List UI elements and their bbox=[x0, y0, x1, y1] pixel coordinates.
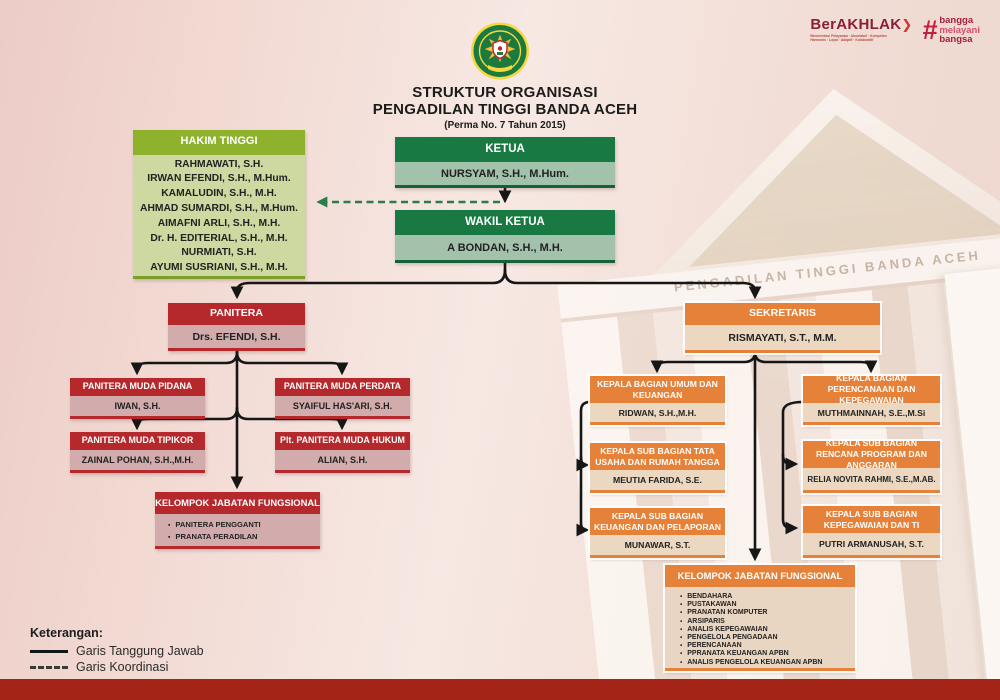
box-sekretaris-title: SEKRETARIS bbox=[685, 303, 880, 325]
fungsional-item: ANALIS PENGELOLA KEUANGAN APBN bbox=[680, 659, 851, 667]
box-title: PANITERA MUDA PIDANA bbox=[70, 378, 205, 396]
bangga-melayani-bangsa-logo: # bangga melayani bangsa bbox=[922, 16, 980, 45]
box-sekretaris-name: RISMAYATI, S.T., M.M. bbox=[685, 325, 880, 350]
box-name: RIDWAN, S.H.,M.H. bbox=[590, 403, 725, 422]
box-name: RELIA NOVITA RAHMI, S.E.,M.AB. bbox=[803, 468, 940, 490]
legend-dashed-line-sample bbox=[30, 665, 68, 669]
box-subbagian-tata-usaha: KEPALA SUB BAGIAN TATA USAHA DAN RUMAH T… bbox=[590, 443, 725, 493]
box-fungsional-panitera: KELOMPOK JABATAN FUNGSIONAL PANITERA PEN… bbox=[155, 492, 320, 549]
hakim-member: RAHMAWATI, S.H. bbox=[174, 158, 264, 170]
legend: Keterangan: Garis Tanggung Jawab Garis K… bbox=[30, 626, 204, 675]
branding-logos: BerAKHLAK❯ Berorientasi Pelayanan · Akun… bbox=[810, 16, 980, 45]
hakim-member: NURMIATI, S.H. bbox=[181, 247, 257, 259]
hakim-member: Dr. H. EDITERIAL, S.H., M.H. bbox=[150, 232, 288, 244]
hashtag-icon: # bbox=[922, 15, 938, 46]
box-name: SYAIFUL HAS'ARI, S.H. bbox=[275, 396, 410, 416]
fungsional-item: ANALIS KEPEGAWAIAN bbox=[680, 626, 851, 634]
legend-solid-label: Garis Tanggung Jawab bbox=[76, 644, 204, 658]
berakhlak-swoosh-icon: ❯ bbox=[901, 17, 913, 32]
box-ketua-name: NURSYAM, S.H., M.Hum. bbox=[395, 162, 615, 185]
fungsional-sekretaris-list: BENDAHARA PUSTAKAWAN PRANATAN KOMPUTER A… bbox=[665, 587, 855, 668]
fungsional-item: PANITERA PENGGANTI bbox=[168, 520, 316, 532]
box-subbagian-rencana-program: KEPALA SUB BAGIAN RENCANA PROGRAM DAN AN… bbox=[803, 438, 940, 493]
box-fungsional-sekretaris: KELOMPOK JABATAN FUNGSIONAL BENDAHARA PU… bbox=[665, 565, 855, 671]
berakhlak-logo: BerAKHLAK❯ Berorientasi Pelayanan · Akun… bbox=[810, 16, 912, 42]
box-wakil-ketua: WAKIL KETUA A BONDAN, S.H., M.H. bbox=[395, 210, 615, 263]
box-panitera-muda-hukum: Plt. PANITERA MUDA HUKUM ALIAN, S.H. bbox=[275, 432, 410, 473]
bottom-accent-bar bbox=[0, 679, 1000, 700]
box-title: KEPALA BAGIAN PERENCANAAN DAN KEPEGAWAIA… bbox=[803, 373, 940, 405]
legend-dashed-label: Garis Koordinasi bbox=[76, 660, 169, 674]
box-hakim-tinggi: HAKIM TINGGI RAHMAWATI, S.H. IRWAN EFEND… bbox=[133, 130, 305, 279]
fungsional-item: BENDAHARA bbox=[680, 593, 851, 601]
legend-heading: Keterangan: bbox=[30, 626, 103, 640]
box-bagian-umum-keuangan: KEPALA BAGIAN UMUM DAN KEUANGAN RIDWAN, … bbox=[590, 376, 725, 425]
box-panitera: PANITERA Drs. EFENDI, S.H. bbox=[168, 303, 305, 351]
hakim-tinggi-member-list: RAHMAWATI, S.H. IRWAN EFENDI, S.H., M.Hu… bbox=[133, 154, 305, 276]
fungsional-item: PRANATA PERADILAN bbox=[168, 532, 316, 544]
title-line-1: STRUKTUR ORGANISASI bbox=[412, 84, 598, 101]
box-name: MEUTIA FARIDA, S.E. bbox=[590, 470, 725, 490]
box-wakil-ketua-title: WAKIL KETUA bbox=[395, 210, 615, 235]
box-name: IWAN, S.H. bbox=[70, 396, 205, 416]
hakim-member: AHMAD SUMARDI, S.H., M.Hum. bbox=[140, 203, 298, 215]
box-title: KEPALA BAGIAN UMUM DAN KEUANGAN bbox=[590, 376, 725, 403]
hakim-member: IRWAN EFENDI, S.H., M.Hum. bbox=[147, 173, 291, 185]
box-name: MUTHMAINNAH, S.E.,M.Si bbox=[803, 403, 940, 422]
berakhlak-label: BerAKHLAK bbox=[810, 16, 902, 33]
box-panitera-name: Drs. EFENDI, S.H. bbox=[168, 325, 305, 348]
box-wakil-ketua-name: A BONDAN, S.H., M.H. bbox=[395, 235, 615, 260]
berakhlak-tagline-1: Berorientasi Pelayanan · Akuntabel · Kom… bbox=[810, 34, 887, 38]
box-title: PANITERA MUDA TIPIKOR bbox=[70, 432, 205, 450]
box-ketua-title: KETUA bbox=[395, 137, 615, 162]
box-name: PUTRI ARMANUSAH, S.T. bbox=[803, 533, 940, 555]
box-title: KEPALA SUB BAGIAN KEPEGAWAIAN DAN TI bbox=[803, 506, 940, 533]
box-title: PANITERA MUDA PERDATA bbox=[275, 378, 410, 396]
page-title: STRUKTUR ORGANISASI PENGADILAN TINGGI BA… bbox=[305, 84, 705, 131]
box-subbagian-keuangan-pelaporan: KEPALA SUB BAGIAN KEUANGAN DAN PELAPORAN… bbox=[590, 508, 725, 558]
fungsional-item: PRANATAN KOMPUTER bbox=[680, 609, 851, 617]
box-panitera-muda-perdata: PANITERA MUDA PERDATA SYAIFUL HAS'ARI, S… bbox=[275, 378, 410, 419]
box-title: Plt. PANITERA MUDA HUKUM bbox=[275, 432, 410, 450]
fungsional-item: PUSTAKAWAN bbox=[680, 601, 851, 609]
box-name: ALIAN, S.H. bbox=[275, 450, 410, 470]
box-subbagian-kepegawaian-ti: KEPALA SUB BAGIAN KEPEGAWAIAN DAN TI PUT… bbox=[803, 506, 940, 558]
box-title: KEPALA SUB BAGIAN TATA USAHA DAN RUMAH T… bbox=[590, 443, 725, 470]
fungsional-item: ARSIPARIS bbox=[680, 618, 851, 626]
box-sekretaris: SEKRETARIS RISMAYATI, S.T., M.M. bbox=[685, 303, 880, 353]
fungsional-item: PENGELOLA PENGADAAN bbox=[680, 634, 851, 642]
fungsional-panitera-list: PANITERA PENGGANTI PRANATA PERADILAN bbox=[155, 514, 320, 546]
box-name: ZAINAL POHAN, S.H.,M.H. bbox=[70, 450, 205, 470]
legend-solid-line-sample bbox=[30, 649, 68, 653]
bangga-word-3: bangsa bbox=[939, 34, 973, 45]
title-line-2: PENGADILAN TINGGI BANDA ACEH bbox=[372, 101, 638, 118]
box-name: MUNAWAR, S.T. bbox=[590, 535, 725, 555]
hakim-member: KAMALUDIN, S.H., M.H. bbox=[161, 188, 277, 200]
box-title: KELOMPOK JABATAN FUNGSIONAL bbox=[665, 565, 855, 587]
fungsional-item: PPRANATA KEUANGAN APBN bbox=[680, 650, 851, 658]
hakim-member: AIMAFNI ARLI, S.H., M.H. bbox=[157, 217, 281, 229]
court-seal-logo bbox=[469, 21, 531, 86]
hakim-member: AYUMI SUSRIANI, S.H., M.H. bbox=[150, 262, 288, 274]
bangga-word-1: bangga bbox=[939, 15, 974, 26]
box-title: KEPALA SUB BAGIAN KEUANGAN DAN PELAPORAN bbox=[590, 508, 725, 535]
box-title: KELOMPOK JABATAN FUNGSIONAL bbox=[155, 492, 320, 514]
box-panitera-muda-pidana: PANITERA MUDA PIDANA IWAN, S.H. bbox=[70, 378, 205, 419]
fungsional-item: PERENCANAAN bbox=[680, 642, 851, 650]
title-subtitle: (Perma No. 7 Tahun 2015) bbox=[444, 120, 566, 131]
box-title: KEPALA SUB BAGIAN RENCANA PROGRAM DAN AN… bbox=[803, 438, 940, 470]
box-panitera-title: PANITERA bbox=[168, 303, 305, 325]
box-panitera-muda-tipikor: PANITERA MUDA TIPIKOR ZAINAL POHAN, S.H.… bbox=[70, 432, 205, 473]
box-hakim-tinggi-title: HAKIM TINGGI bbox=[133, 130, 305, 155]
berakhlak-tagline-2: Harmonis · Loyal · Adaptif · Kolaboratif bbox=[810, 38, 874, 43]
bangga-word-2: melayani bbox=[939, 24, 980, 36]
box-bagian-perencanaan-kepegawaian: KEPALA BAGIAN PERENCANAAN DAN KEPEGAWAIA… bbox=[803, 373, 940, 425]
box-ketua: KETUA NURSYAM, S.H., M.Hum. bbox=[395, 137, 615, 188]
